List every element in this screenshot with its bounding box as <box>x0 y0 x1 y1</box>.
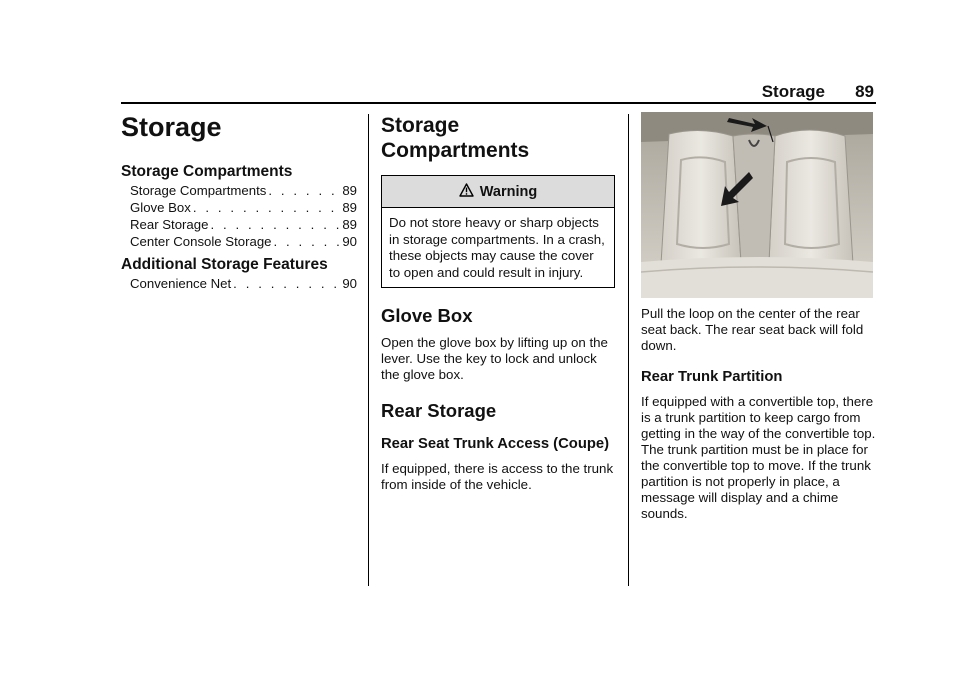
toc-entry[interactable]: Center Console Storage 90 <box>121 233 357 250</box>
toc-leader <box>271 233 342 250</box>
warning-triangle-icon <box>459 182 480 201</box>
toc-leader <box>191 199 342 216</box>
toc-entry-label: Convenience Net <box>130 276 232 291</box>
page-number: 89 <box>855 82 874 101</box>
warning-box: Warning Do not store heavy or sharp obje… <box>381 175 615 288</box>
toc-entry-label: Glove Box <box>130 200 191 215</box>
glove-box-text: Open the glove box by lifting up on the … <box>381 335 608 382</box>
toc-entry-page: 89 <box>342 200 357 215</box>
running-header-title: Storage <box>761 82 825 101</box>
toc-entry-label: Storage Compartments <box>130 183 267 198</box>
warning-title: Warning <box>479 183 538 200</box>
rear-seat-fold-text: Pull the loop on the center of the rear … <box>641 306 864 353</box>
subheading-rear-seat-trunk-access: Rear Seat Trunk Access (Coupe) <box>381 436 610 452</box>
toc-entry-page: 90 <box>342 276 357 291</box>
rear-seat-photo <box>641 112 873 298</box>
chapter-title: Storage <box>121 112 222 142</box>
chapter-toc: Storage Storage Compartments Storage Com… <box>121 105 357 292</box>
toc-entry-page: 89 <box>342 183 357 198</box>
rear-seat-trunk-access-text: If equipped, there is access to the trun… <box>381 461 614 492</box>
section-heading-rear-trunk-partition: Rear Trunk Partition <box>641 369 783 385</box>
section-heading-storage-compartments: Storage Compartments <box>381 113 615 163</box>
toc-entry[interactable]: Convenience Net 90 <box>121 275 357 292</box>
toc-entry[interactable]: Rear Storage 89 <box>121 216 357 233</box>
column-divider-1 <box>368 114 369 586</box>
section-heading-glove-box: Glove Box <box>381 305 473 326</box>
toc-entry-label: Center Console Storage <box>130 234 272 249</box>
toc-section-title: Storage Compartments <box>121 163 293 180</box>
rear-trunk-partition-text: If equipped with a convertible top, ther… <box>641 394 876 521</box>
toc-entry-label: Rear Storage <box>130 217 209 232</box>
heading-line: Storage <box>381 114 460 137</box>
warning-header: Warning <box>382 176 614 208</box>
section-heading-rear-storage: Rear Storage <box>381 400 497 421</box>
middle-column: Storage Compartments Warning Do not stor… <box>381 105 615 493</box>
header-rule <box>121 102 876 104</box>
toc-entry-page: 89 <box>342 217 357 232</box>
toc-entry-page: 90 <box>342 234 357 249</box>
right-column: Pull the loop on the center of the rear … <box>641 105 877 522</box>
toc-section-title: Additional Storage Features <box>121 256 328 273</box>
toc-leader <box>231 275 342 292</box>
toc-entry[interactable]: Glove Box 89 <box>121 199 357 216</box>
toc-entry[interactable]: Storage Compartments 89 <box>121 182 357 199</box>
warning-text: Do not store heavy or sharp objects in s… <box>389 215 605 280</box>
toc-leader <box>208 216 342 233</box>
toc-leader <box>266 182 342 199</box>
column-divider-2 <box>628 114 629 586</box>
heading-line: Compartments <box>381 139 530 162</box>
